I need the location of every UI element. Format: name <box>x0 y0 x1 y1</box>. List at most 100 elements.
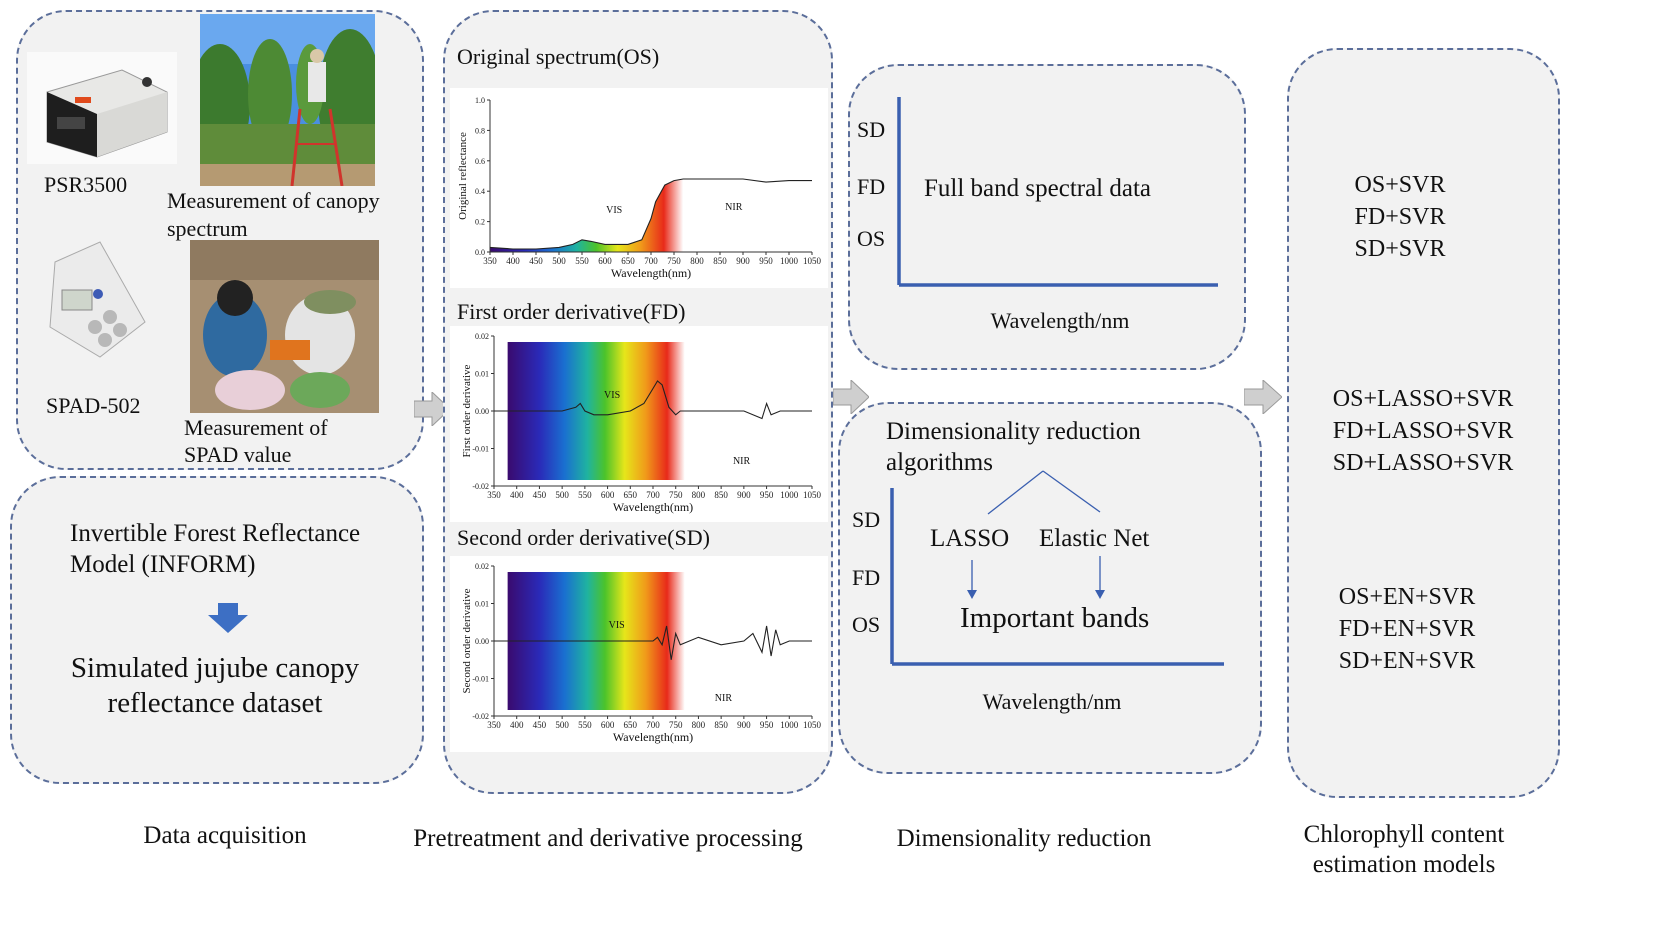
caption-data-acquisition: Data acquisition <box>143 822 307 849</box>
model-os-en-svr: OS+EN+SVR <box>1338 584 1476 610</box>
model-fd-en-svr: FD+EN+SVR <box>1338 616 1476 642</box>
x-tick-label: 700 <box>646 490 660 500</box>
x-tick-label: 800 <box>692 490 706 500</box>
x-tick-label: 1000 <box>780 490 799 500</box>
x-tick-label: 600 <box>601 720 615 730</box>
y-tick-label: 0.01 <box>475 600 489 609</box>
x-tick-label: 500 <box>555 720 569 730</box>
x-tick-label: 700 <box>644 256 658 266</box>
canopy-measurement-image <box>200 14 375 186</box>
x-tick-label: 500 <box>552 256 566 266</box>
important-bands-label: Important bands <box>960 602 1150 634</box>
x-tick-label: 650 <box>624 490 638 500</box>
y-tick-label: -0.01 <box>472 675 489 684</box>
spad502-device-image <box>40 232 150 367</box>
x-tick-label: 900 <box>737 720 751 730</box>
x-tick-label: 750 <box>667 256 681 266</box>
x-tick-label: 450 <box>533 720 547 730</box>
dimred-axis-label-fd: FD <box>852 565 881 590</box>
y-tick-label: 0.02 <box>475 332 489 341</box>
spad-measurement-image <box>190 240 379 413</box>
full-band-axis-label-os: OS <box>857 226 886 251</box>
models-panel <box>1287 48 1560 798</box>
caption-models-line1: Chlorophyll content <box>1303 821 1505 848</box>
model-fd-lasso-svr: FD+LASSO+SVR <box>1332 418 1514 444</box>
series-line <box>494 380 812 420</box>
x-tick-label: 400 <box>510 490 524 500</box>
os-title: Original spectrum(OS) <box>457 44 660 69</box>
vis-annotation: VIS <box>606 205 622 216</box>
spad502-label: SPAD-502 <box>46 393 141 418</box>
canopy-measurement-label-line1: Measurement of canopy <box>167 188 380 213</box>
model-group-en: OS+EN+SVR FD+EN+SVR SD+EN+SVR <box>1307 580 1507 678</box>
simulated-dataset-line2: reflectance dataset <box>107 687 323 719</box>
y-tick-label: 1.0 <box>475 96 485 105</box>
x-tick-label: 850 <box>714 490 728 500</box>
y-tick-label: 0.01 <box>475 370 489 379</box>
full-band-text: Full band spectral data <box>924 175 1152 202</box>
x-tick-label: 600 <box>601 490 615 500</box>
x-axis-label: Wavelength(nm) <box>611 266 691 280</box>
full-band-panel <box>848 64 1246 370</box>
down-arrow-icon <box>208 603 248 633</box>
model-sd-svr: SD+SVR <box>1354 236 1446 262</box>
x-tick-label: 800 <box>692 720 706 730</box>
x-tick-label: 1050 <box>803 256 822 266</box>
lasso-label: LASSO <box>930 525 1010 552</box>
y-tick-label: 0.00 <box>475 407 489 416</box>
y-tick-label: 0.0 <box>475 248 485 257</box>
canopy-measurement-label-line2: spectrum <box>167 216 248 241</box>
x-tick-label: 550 <box>575 256 589 266</box>
full-band-axes <box>897 97 1218 287</box>
x-tick-label: 900 <box>736 256 750 266</box>
caption-pretreatment: Pretreatment and derivative processing <box>413 825 803 852</box>
caption-dimensionality-reduction: Dimensionality reduction <box>896 825 1152 852</box>
model-sd-lasso-svr: SD+LASSO+SVR <box>1332 450 1514 476</box>
model-os-svr: OS+SVR <box>1354 172 1446 198</box>
full-band-wavelength-label: Wavelength/nm <box>990 308 1130 333</box>
y-axis-label: Original reflectance <box>457 132 469 220</box>
y-tick-label: 0.00 <box>475 637 489 646</box>
dimred-axis-label-os: OS <box>852 612 881 637</box>
x-tick-label: 650 <box>624 720 638 730</box>
caption-models-line2: estimation models <box>1312 851 1496 878</box>
nir-annotation: NIR <box>733 456 751 467</box>
model-group-svr: OS+SVR FD+SVR SD+SVR <box>1300 168 1500 266</box>
flow-arrow-icon-1 <box>414 392 450 426</box>
vis-annotation: VIS <box>609 620 625 631</box>
y-tick-label: -0.02 <box>472 712 489 721</box>
y-tick-label: 0.8 <box>475 126 485 135</box>
spad-measurement-label-line1: Measurement of <box>184 415 328 440</box>
x-tick-label: 800 <box>690 256 704 266</box>
model-fd-svr: FD+SVR <box>1354 204 1446 230</box>
y-tick-label: 0.4 <box>475 187 485 196</box>
x-tick-label: 1050 <box>803 720 822 730</box>
x-tick-label: 350 <box>487 490 501 500</box>
x-axis-label: Wavelength(nm) <box>613 500 693 514</box>
inform-label-line1: Invertible Forest Reflectance <box>70 520 361 547</box>
inform-label-line2: Model (INFORM) <box>70 551 256 578</box>
x-tick-label: 400 <box>506 256 520 266</box>
x-tick-label: 1000 <box>780 720 799 730</box>
dimred-wavelength-label: Wavelength/nm <box>982 689 1122 714</box>
x-tick-label: 1050 <box>803 490 822 500</box>
x-tick-label: 400 <box>510 720 524 730</box>
x-tick-label: 950 <box>759 256 773 266</box>
x-tick-label: 350 <box>487 720 501 730</box>
full-band-axis-label-sd: SD <box>857 117 886 142</box>
full-band-axis-label-fd: FD <box>857 174 886 199</box>
inform-model-panel <box>10 476 424 784</box>
dimred-axis-label-sd: SD <box>852 507 881 532</box>
y-tick-label: 0.02 <box>475 562 489 571</box>
algorithm-label-line1: Dimensionality reduction <box>886 418 1141 445</box>
dimred-axes-and-connectors <box>890 470 1224 666</box>
x-axis-label: Wavelength(nm) <box>613 730 693 744</box>
simulated-dataset-line1: Simulated jujube canopy <box>70 652 360 684</box>
x-tick-label: 500 <box>555 490 569 500</box>
x-tick-label: 850 <box>713 256 727 266</box>
flow-arrow-icon-3 <box>1244 380 1282 414</box>
dimred-algorithm-panel <box>838 402 1262 774</box>
y-tick-label: -0.01 <box>472 445 489 454</box>
